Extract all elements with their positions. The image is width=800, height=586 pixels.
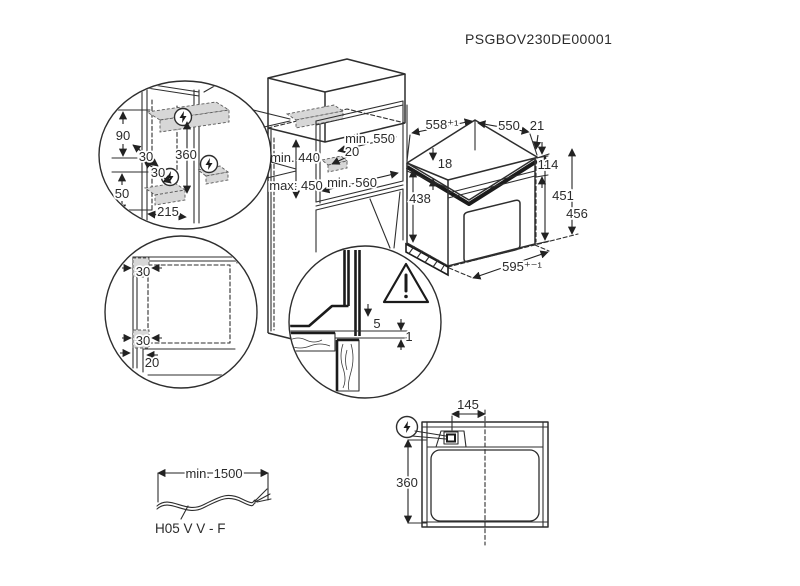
detail-circle-plan-view: 30 30 20: [104, 235, 258, 389]
dim-max-450: max: 450: [269, 178, 322, 193]
oven-bottom-trim: [405, 242, 449, 277]
oven-dimensions: 558⁺¹ 550 21 18 114 438 451 456 595⁺⁻¹: [406, 115, 590, 276]
detail-circle-side-mount: 90 30 360 30 50 215: [98, 80, 272, 230]
dim-gap-5: 5: [373, 316, 380, 331]
top-view-dimensions: 145 360: [394, 395, 486, 524]
dim-595: 595⁺⁻¹: [502, 259, 542, 274]
oven-isometric: 558⁺¹ 550 21 18 114 438 451 456 595⁺⁻¹: [405, 115, 590, 280]
niche-dimensions: min. 440 max: 450 min. 550 20 min. 560: [268, 129, 399, 199]
dim-cable-length: min. 1500: [185, 466, 242, 481]
dim-plan-30-top: 30: [136, 264, 150, 279]
power-cable-figure: min. 1500 H05 V V - F: [153, 464, 272, 538]
dim-plan-30-bottom: 30: [136, 333, 150, 348]
cabinet-shelf-wood-section: [290, 331, 360, 392]
dim-gap-1: 1: [405, 329, 412, 344]
dim-min-440: min. 440: [270, 150, 320, 165]
dim-21: 21: [530, 118, 544, 133]
detail-circle-front-gap: 5 1: [288, 245, 442, 399]
dim-side-360: 360: [175, 147, 197, 162]
warning-triangle-icon: [382, 262, 430, 304]
mains-terminal-box: [446, 433, 456, 443]
dim-438: 438: [409, 191, 431, 206]
callout-leader-wedges: [252, 109, 401, 249]
dim-18: 18: [438, 156, 452, 171]
dim-plan-20: 20: [145, 355, 159, 370]
dim-side-30-lower: 30: [151, 165, 165, 180]
dim-min-550: min. 550: [345, 131, 395, 146]
mount-point-bottom: [132, 329, 150, 349]
dim-558: 558⁺¹: [426, 117, 460, 132]
dim-top-360: 360: [396, 475, 418, 490]
dim-550: 550: [498, 118, 520, 133]
dim-side-30-upper: 30: [139, 149, 153, 164]
cable-type-label: H05 V V - F: [155, 521, 226, 536]
lightning-bolt-icon: [199, 154, 219, 174]
lightning-bolt-icon: [173, 107, 193, 127]
tall-cabinet-isometric: min. 440 max: 450 min. 550 20 min. 560: [267, 58, 408, 345]
dim-side-90: 90: [116, 128, 130, 143]
dim-niche-20: 20: [345, 144, 359, 159]
dim-side-50: 50: [115, 186, 129, 201]
mount-point-top: [132, 257, 150, 278]
dim-114: 114: [538, 157, 559, 172]
oven-top-view: 145 360: [394, 395, 549, 546]
dim-451: 451: [552, 188, 574, 203]
oven-door-window: [463, 199, 521, 263]
page-title: PSGBOV230DE00001: [465, 31, 612, 47]
electrical-connection-callout: [395, 415, 447, 440]
dim-side-215: 215: [157, 204, 179, 219]
dim-min-560: min. 560: [327, 175, 377, 190]
dim-456: 456: [566, 206, 588, 221]
dim-145: 145: [457, 397, 479, 412]
